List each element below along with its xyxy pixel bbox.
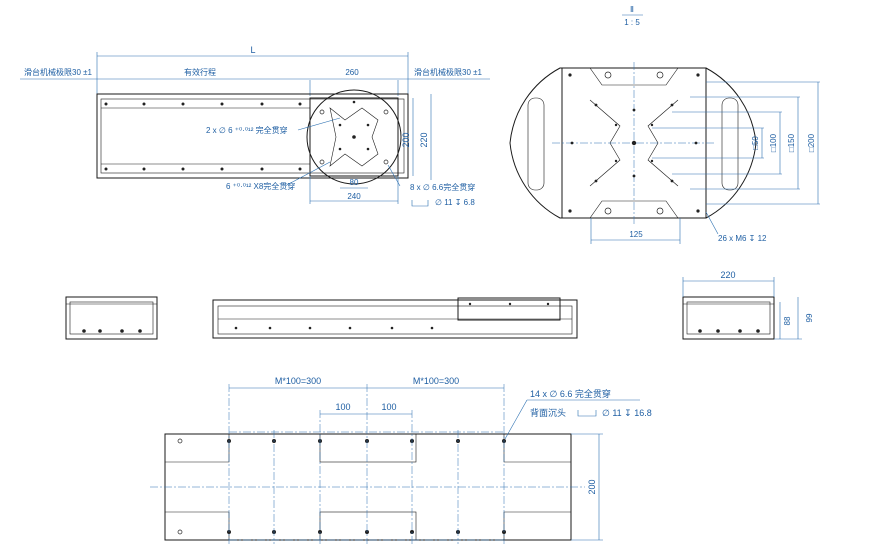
dim-200-top: 200 [401, 132, 411, 147]
note-threads: 26 x M6 ↧ 12 [718, 234, 767, 243]
scale-top: Ⅱ [630, 5, 634, 14]
note-base-counterbore-size: ∅ 11 ↧ 16.8 [602, 408, 652, 418]
detail-holes [568, 71, 700, 215]
dim-end-88: 88 [783, 316, 792, 325]
right-limit-label: 滑台机械极限30 ±1 [414, 67, 483, 77]
note-pin-holes-b: 6 ⁺⁰·⁰¹² X8完全贯穿 [226, 181, 295, 191]
end-view-right: 220 88 99 [682, 270, 814, 340]
dim-overall-length: L [250, 45, 255, 55]
note-counterbore: ∅ 11 ↧ 6.8 [435, 198, 475, 207]
dim-sq100: □100 [769, 133, 778, 152]
dim-sq150: □150 [787, 133, 796, 152]
dim-pitch-right: M*100=300 [413, 376, 459, 386]
base-holes [177, 438, 506, 535]
note-base-counterbore: 背面沉头 [530, 407, 566, 418]
dim-sq50: □50 [751, 136, 760, 150]
note-through-holes: 8 x ∅ 6.6完全贯穿 [410, 182, 475, 192]
dim-end-width: 220 [720, 270, 735, 280]
dim-spacing-left: 100 [335, 402, 350, 412]
scale-label: Ⅱ 1 : 5 [622, 5, 643, 27]
dim-spacing-right: 100 [381, 402, 396, 412]
front-view [212, 297, 578, 339]
detail-view: □50 □100 □150 □200 125 26 x M6 ↧ 12 [509, 62, 820, 244]
dim-sq200: □200 [807, 133, 816, 152]
dim-pitch-left: M*100=300 [275, 376, 321, 386]
carriage-width-label: 260 [345, 68, 359, 77]
dim-240: 240 [347, 192, 361, 201]
dim-80: 80 [350, 178, 359, 187]
dim-end-99: 99 [805, 313, 814, 322]
scale-ratio: 1 : 5 [624, 18, 640, 27]
base-view: M*100=300 M*100=300 100 100 14 x ∅ 6.6 完… [150, 376, 652, 544]
carriage-holes [319, 100, 389, 165]
dim-base-200: 200 [587, 479, 597, 494]
top-view: L 滑台机械极限30 ±1 有效行程 260 滑台机械极限30 ±1 [20, 45, 490, 207]
dim-125: 125 [629, 230, 643, 239]
end-view-left [65, 296, 158, 340]
dim-220-top: 220 [419, 132, 429, 147]
note-base-holes: 14 x ∅ 6.6 完全贯穿 [530, 388, 611, 399]
effective-travel-label: 有效行程 [184, 67, 216, 77]
note-pin-holes: 2 x ∅ 6 ⁺⁰·⁰¹² 完全贯穿 [206, 125, 288, 135]
rail-holes-top [104, 102, 302, 171]
left-limit-label: 滑台机械极限30 ±1 [24, 67, 93, 77]
